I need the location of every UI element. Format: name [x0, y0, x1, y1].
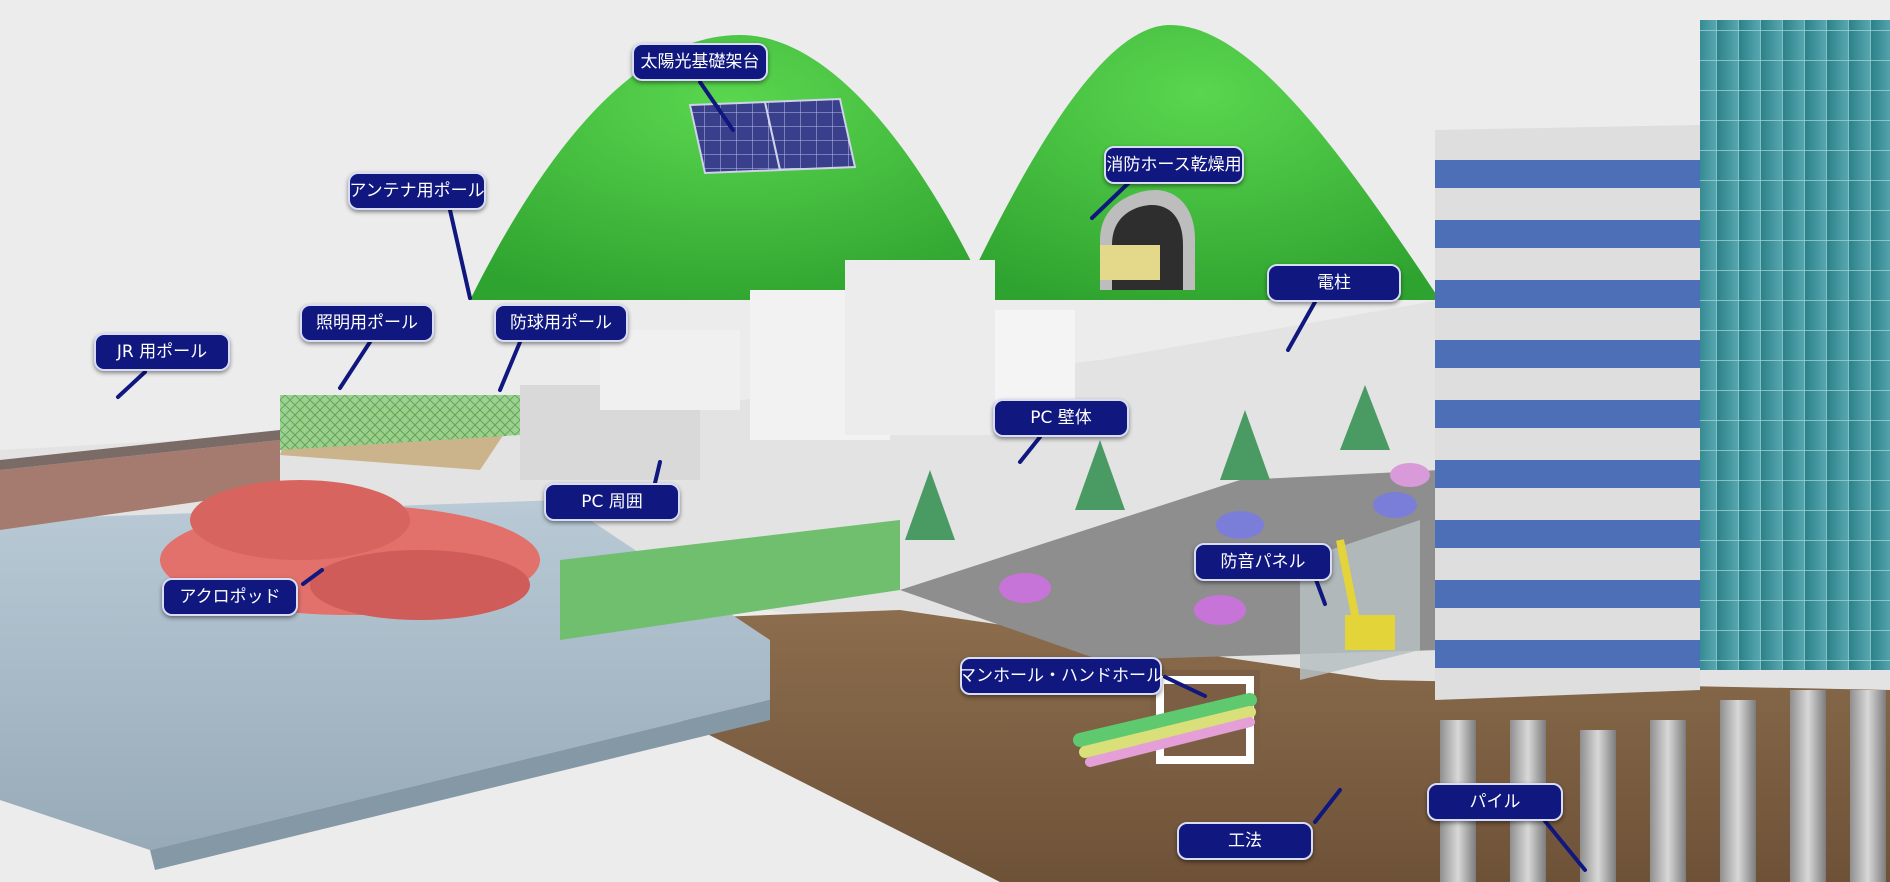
cars	[999, 463, 1430, 625]
label-pile: パイル	[1427, 783, 1563, 821]
manhole-box	[1073, 670, 1260, 770]
river-edge	[150, 700, 770, 870]
crane	[1336, 539, 1395, 650]
baseball-field	[280, 395, 520, 470]
rail-bridge	[0, 430, 280, 530]
label-fire-hose-dryer: 消防ホース乾燥用	[1104, 146, 1244, 184]
soil-section	[640, 610, 1890, 882]
label-pc-wall: PC 壁体	[993, 399, 1129, 437]
label-construction-method: 工法	[1177, 822, 1313, 860]
piles	[1440, 690, 1886, 882]
label-ball-net-pole: 防球用ポール	[494, 304, 628, 342]
label-solar-frame: 太陽光基礎架台	[632, 43, 768, 81]
striped-tower	[1435, 125, 1700, 700]
leader-lines	[116, 80, 1587, 872]
solar-panels	[688, 97, 857, 175]
label-antenna-pole: アンテナ用ポール	[348, 172, 486, 210]
label-pc-fence: PC 周囲	[544, 483, 680, 521]
label-manhole: マンホール・ハンドホール	[959, 657, 1163, 695]
tunnel	[1100, 190, 1195, 290]
label-noise-panel: 防音パネル	[1194, 543, 1332, 581]
green-strip	[560, 520, 900, 640]
glass-tower	[1700, 20, 1890, 670]
label-utility-pole: 電柱	[1267, 264, 1401, 302]
trees	[905, 385, 1390, 540]
label-acropod: アクロポッド	[162, 578, 298, 616]
label-jr-pole: JR 用ポール	[94, 333, 230, 371]
label-lighting-pole: 照明用ポール	[300, 304, 434, 342]
